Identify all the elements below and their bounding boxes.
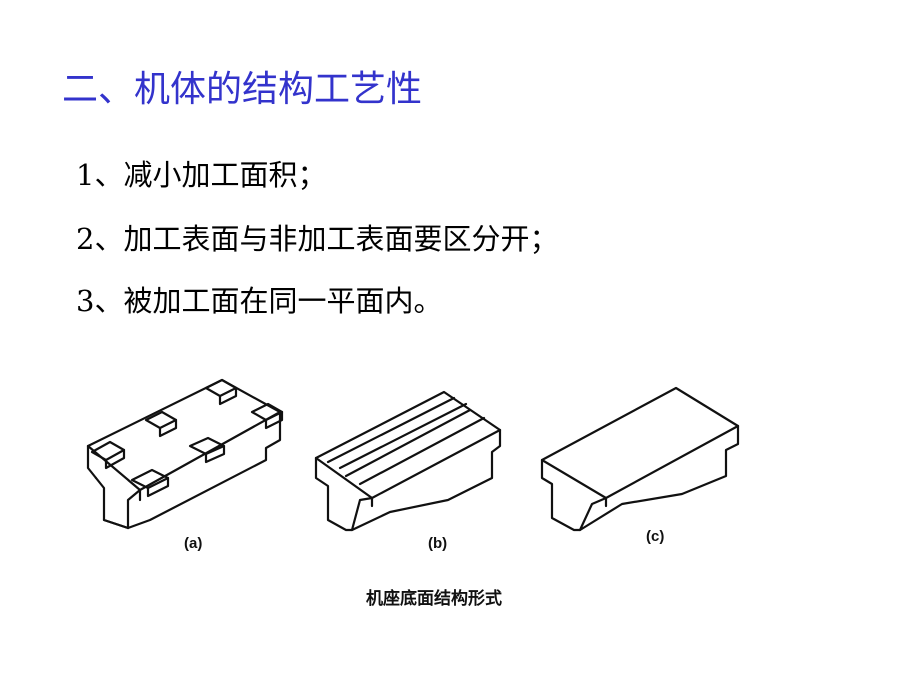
point-3: 3、被加工面在同一平面内。 — [76, 281, 442, 321]
point-3-number: 3 — [76, 284, 95, 318]
pad-front-right — [130, 468, 170, 498]
pad-back-right — [250, 402, 284, 430]
pad-front-left — [90, 440, 126, 470]
figure-caption: 机座底面结构形式 — [366, 589, 502, 609]
pad-back-left — [204, 378, 238, 406]
point-2: 2、加工表面与非加工表面要区分开； — [76, 219, 558, 259]
base-drawing-b — [314, 390, 502, 532]
slide-title: 二、机体的结构工艺性 — [62, 69, 423, 110]
point-1-number: 1 — [76, 158, 95, 192]
base-drawing-a — [86, 378, 284, 530]
machine-base-figure — [0, 360, 900, 620]
point-1: 1、减小加工面积； — [76, 155, 326, 195]
base-drawing-c — [540, 386, 740, 532]
pad-mid-right — [188, 436, 226, 464]
point-3-text: 、被加工面在同一平面内。 — [94, 284, 443, 318]
pad-mid-left — [144, 410, 178, 438]
figure-label-c: (c) — [646, 528, 665, 545]
figure-label-a: (a) — [184, 535, 203, 552]
figure-label-b: (b) — [428, 535, 448, 552]
point-2-text: 、加工表面与非加工表面要区分开； — [94, 222, 559, 256]
point-1-text: 、减小加工面积； — [94, 158, 327, 192]
point-2-number: 2 — [76, 222, 95, 256]
